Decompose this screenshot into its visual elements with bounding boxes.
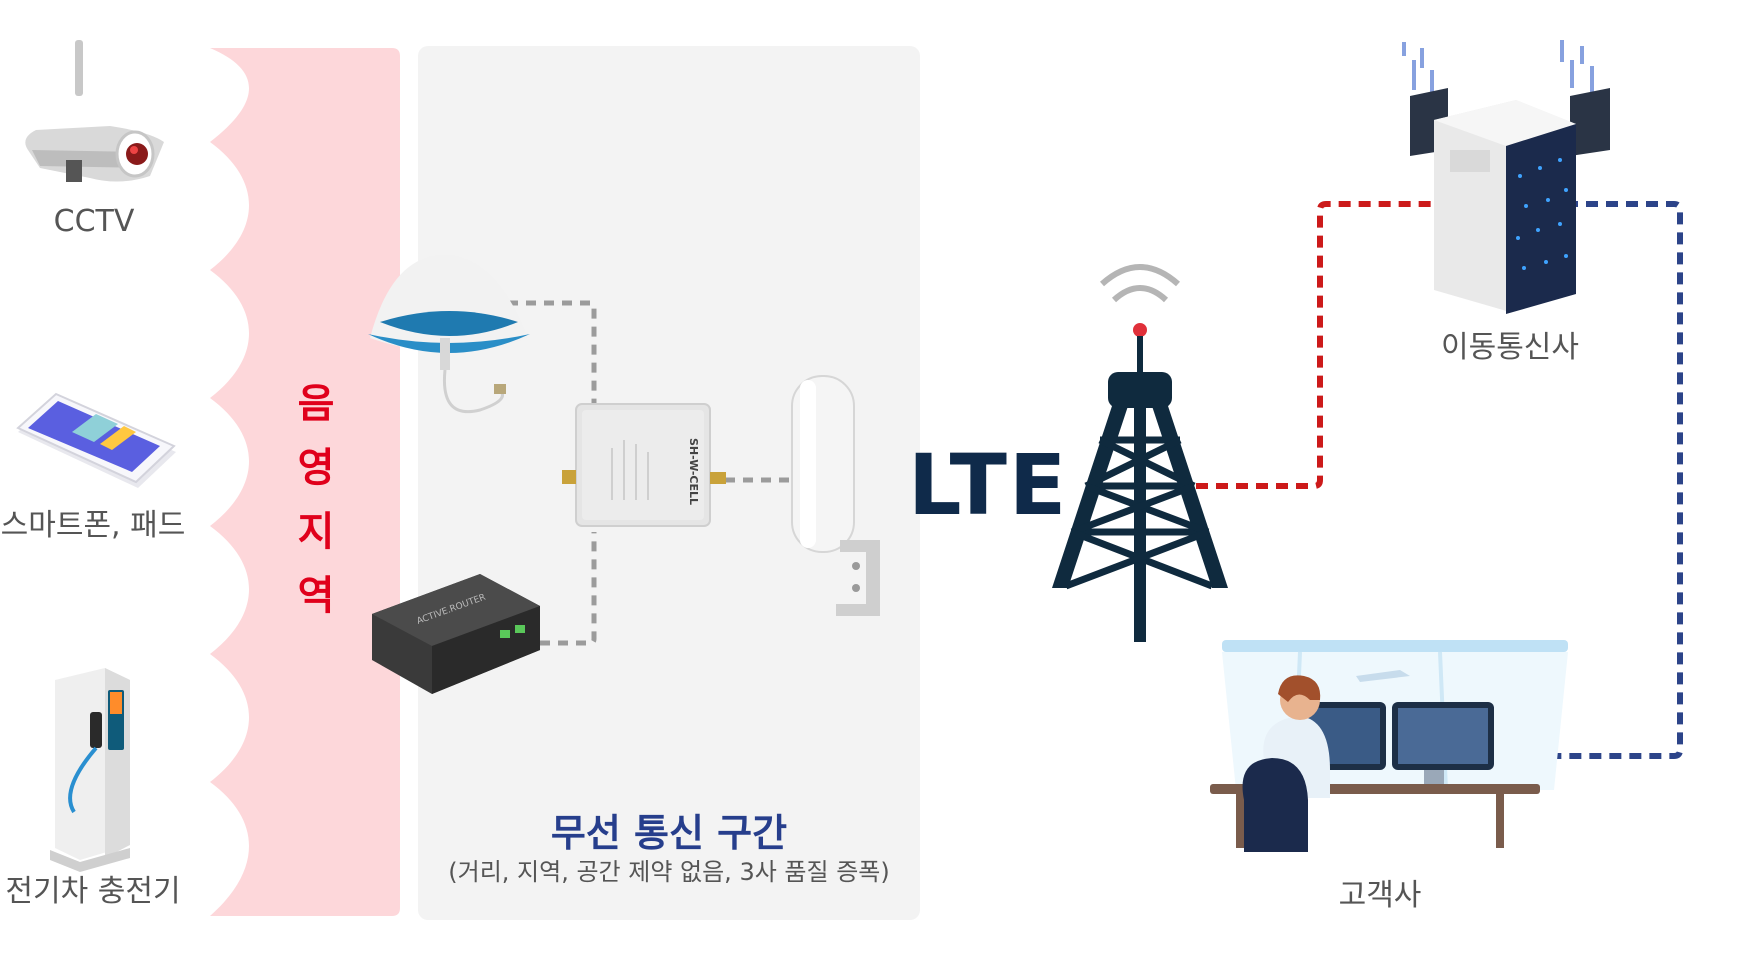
shadow-area-char: 역 [297, 573, 335, 619]
customer-control-room-icon [1210, 640, 1568, 852]
wireless-section-title: 무선 통신 구간 [550, 811, 788, 855]
internal-connectors [508, 300, 802, 646]
smartphone-label: 스마트폰, 패드 [0, 508, 186, 543]
router-device-icon [372, 574, 540, 694]
ev-charger-icon [50, 668, 130, 872]
carrier-label: 이동통신사 [1441, 330, 1579, 365]
ev-charger-label: 전기차 충전기 [5, 874, 181, 909]
customer-connection-line [1540, 201, 1683, 759]
shadow-area-band [210, 48, 400, 916]
repeater-brand-text: SH-W-CELL [687, 438, 700, 505]
shadow-area-char: 음 [297, 381, 335, 427]
cctv-camera-icon [25, 40, 165, 182]
smartphone-icon [16, 392, 176, 488]
shadow-area-char: 영 [297, 445, 335, 491]
carrier-connection-line [1196, 201, 1438, 489]
repeater-device-icon [562, 403, 726, 527]
outdoor-antenna-icon [791, 375, 880, 616]
shadow-area-char: 지 [297, 509, 335, 555]
shadow-area-title: 음 영 지 역 [286, 372, 346, 628]
carrier-server-icon [1402, 40, 1610, 314]
ceiling-antenna-icon [368, 255, 530, 413]
wireless-section-subtitle: (거리, 지역, 공간 제약 없음, 3사 품질 증폭) [448, 858, 890, 886]
cctv-label: CCTV [53, 204, 135, 239]
customer-label: 고객사 [1338, 878, 1422, 913]
lte-tower-icon [1052, 264, 1228, 642]
lte-label: LTE [908, 436, 1069, 534]
